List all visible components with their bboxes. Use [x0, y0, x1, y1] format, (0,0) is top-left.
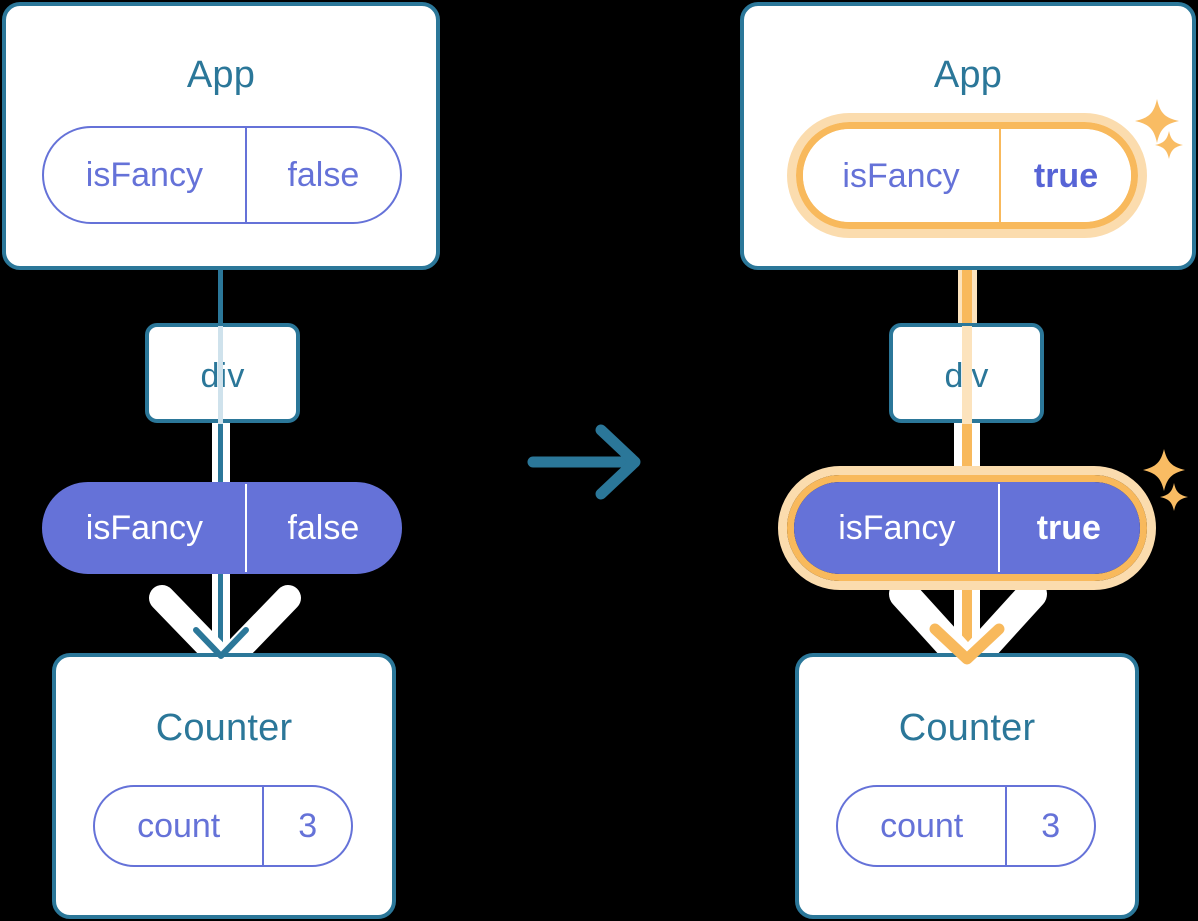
sparkle-large-top-icon: [1135, 99, 1179, 143]
app-state-pill-left[interactable]: isFancy false: [42, 126, 402, 224]
connector-through-div-left: [218, 326, 223, 424]
prop-name-right: isFancy: [838, 509, 956, 547]
app-state-highlight-ring-right: [796, 122, 1138, 229]
connector-app-to-div-left: [218, 268, 223, 326]
connector-through-div-right: [962, 326, 972, 424]
counter-title-left: Counter: [155, 707, 293, 749]
counter-title-right: Counter: [898, 707, 1036, 749]
counter-state-pill-left[interactable]: count 3: [93, 785, 353, 867]
prop-highlight-glow-right: [778, 466, 1156, 590]
prop-name-left: isFancy: [85, 509, 203, 547]
arrowhead-right: [929, 623, 1005, 665]
app-title-right: App: [933, 54, 1003, 96]
sparkle-small-top-icon: [1155, 131, 1183, 159]
counter-state-name-right: count: [880, 807, 964, 845]
counter-state-value-right: 3: [1005, 787, 1094, 865]
connector-prop-to-counter-left: [218, 560, 223, 655]
connector-div-to-prop-left: [218, 420, 223, 490]
counter-state-value-left: 3: [262, 787, 351, 865]
connector-prop-to-counter-right: [962, 560, 972, 655]
app-state-name-left: isFancy: [85, 156, 203, 194]
app-state-pill-right[interactable]: isFancy true: [803, 129, 1131, 222]
connector-div-to-prop-right: [962, 420, 972, 492]
app-title-left: App: [186, 54, 256, 96]
sparkle-small-mid-icon: [1160, 483, 1188, 511]
counter-state-pill-right[interactable]: count 3: [836, 785, 1096, 867]
prop-highlight-ring-right: [787, 475, 1147, 581]
app-state-name-right: isFancy: [842, 156, 960, 195]
prop-value-right: true: [997, 484, 1138, 572]
prop-value-left: false: [244, 484, 400, 572]
app-state-value-right: true: [999, 129, 1131, 222]
connector-app-to-div-right: [962, 215, 972, 327]
app-state-value-left: false: [244, 128, 400, 222]
arrowhead-left: [193, 627, 249, 659]
counter-state-name-left: count: [137, 807, 221, 845]
app-state-highlight-glow-right: [787, 113, 1147, 238]
transition-arrow-right-icon: [527, 424, 641, 500]
prop-pill-left[interactable]: isFancy false: [42, 482, 402, 574]
sparkle-large-mid-icon: [1143, 449, 1185, 491]
prop-pill-right[interactable]: isFancy true: [794, 482, 1140, 574]
